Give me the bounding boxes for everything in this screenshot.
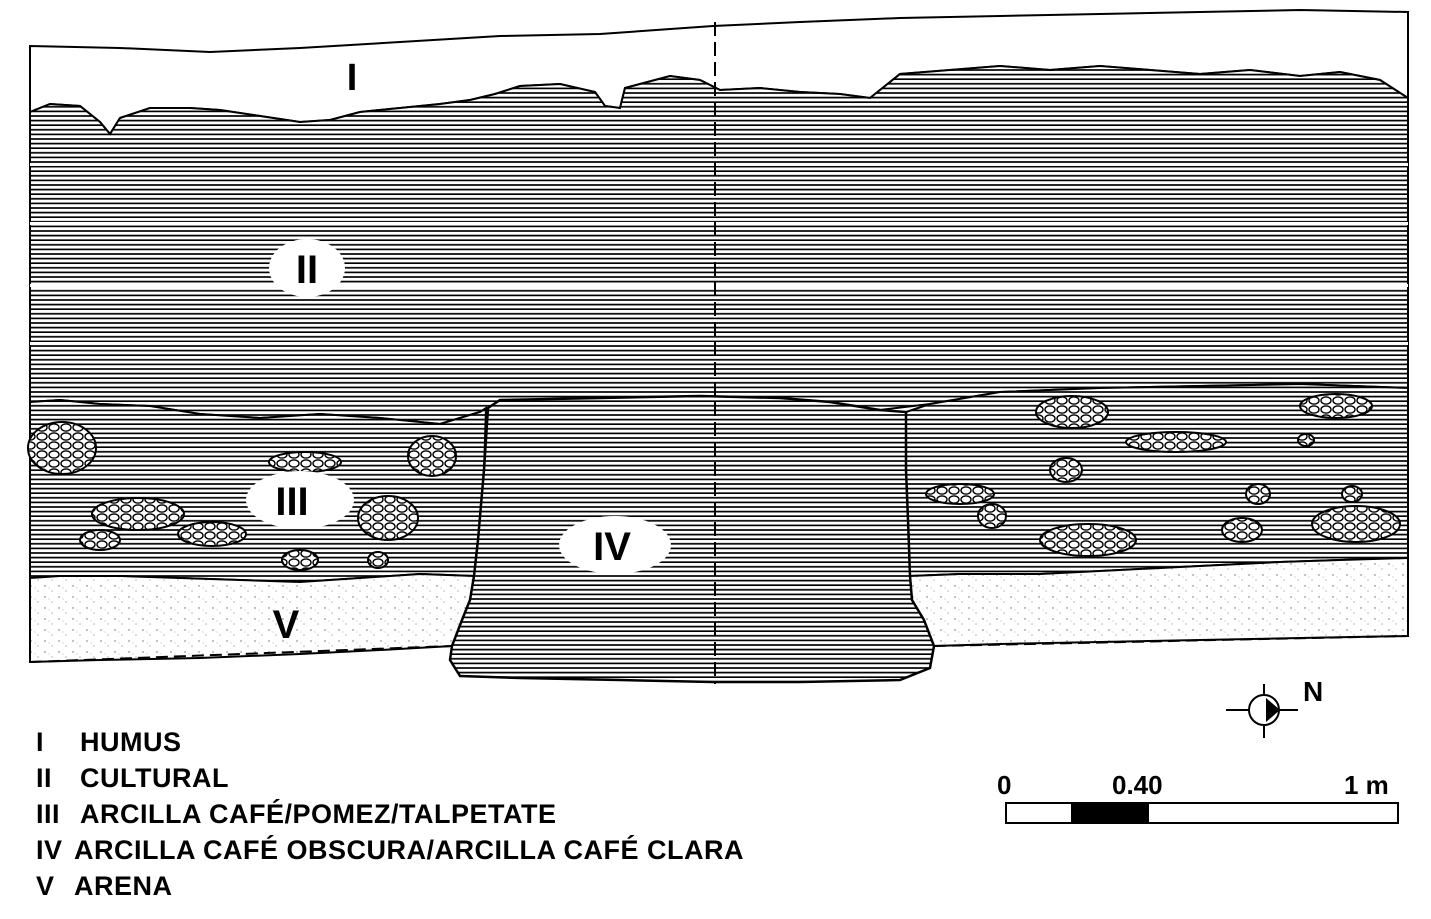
legend-description: HUMUS xyxy=(80,727,182,757)
legend-item-i: I HUMUS xyxy=(36,724,744,760)
legend-numeral: IV xyxy=(36,835,63,865)
legend-description: ARCILLA CAFÉ/POMEZ/TALPETATE xyxy=(80,799,557,829)
legend-item-iii: III ARCILLA CAFÉ/POMEZ/TALPETATE xyxy=(36,796,744,832)
layer-label-i-text: I xyxy=(347,57,358,99)
legend-item-iv: IV ARCILLA CAFÉ OBSCURA/ARCILLA CAFÉ CLA… xyxy=(36,832,744,868)
legend-numeral: II xyxy=(36,763,53,793)
layer-label-iv-text: IV xyxy=(593,525,631,569)
layer-label-iv: IV xyxy=(559,516,671,574)
layer-label-iii-text: III xyxy=(275,480,308,524)
legend-description: ARENA xyxy=(74,871,173,901)
layer-label-ii-text: II xyxy=(296,248,318,292)
layer-label-ii: II xyxy=(269,239,345,297)
north-arrow-icon xyxy=(1226,684,1298,738)
legend-item-v: V ARENA xyxy=(36,868,744,904)
scale-mid-label: 0.40 xyxy=(1112,770,1163,800)
north-label: N xyxy=(1303,676,1324,707)
layer-ii-cultural xyxy=(29,64,1409,426)
layer-label-v-text: V xyxy=(273,603,300,647)
legend-numeral: V xyxy=(36,871,55,901)
layer-iv-pit xyxy=(448,394,936,684)
scale-bar xyxy=(1005,802,1399,824)
legend-description: ARCILLA CAFÉ OBSCURA/ARCILLA CAFÉ CLARA xyxy=(74,835,744,865)
legend-numeral: III xyxy=(36,799,61,829)
layer-legend: I HUMUS II CULTURAL III ARCILLA CAFÉ/POM… xyxy=(36,724,744,904)
legend-description: CULTURAL xyxy=(80,763,229,793)
pumice-clusters xyxy=(27,393,1401,571)
scale-start-label: 0 xyxy=(997,770,1012,800)
scale-bar-filled-segment xyxy=(1071,802,1149,824)
layer-label-iii: III xyxy=(246,471,354,529)
layer-label-i: I xyxy=(347,57,358,99)
layer-label-v: V xyxy=(273,603,300,647)
scale-end-label: 1 m xyxy=(1344,770,1389,800)
legend-numeral: I xyxy=(36,727,45,757)
legend-item-ii: II CULTURAL xyxy=(36,760,744,796)
